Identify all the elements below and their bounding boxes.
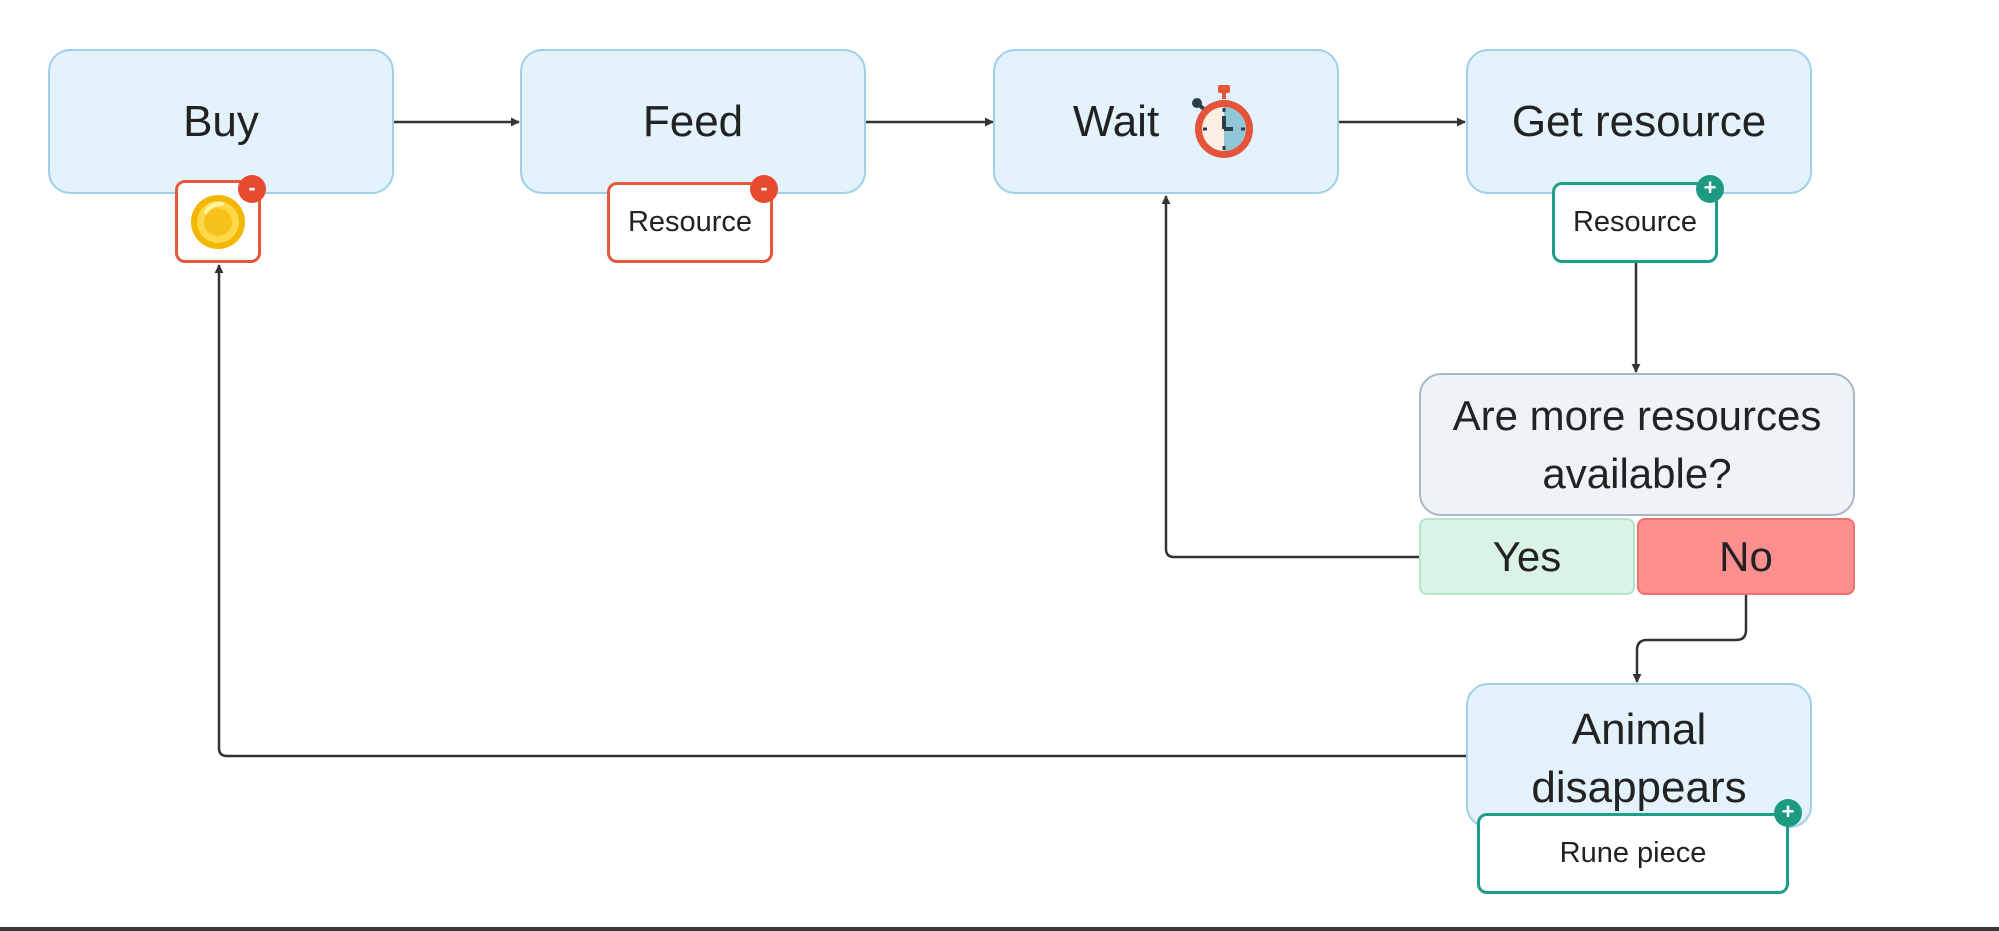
animal-disappears-node: Animal disappears <box>1466 683 1812 828</box>
buy-cost-badge: - <box>238 175 266 203</box>
feed-cost-badge: - <box>750 175 778 203</box>
get-resource-label: Get resource <box>1511 96 1767 146</box>
no-label: No <box>1719 532 1773 580</box>
buy-node: Buy <box>48 49 394 194</box>
rune-piece-badge: + <box>1774 799 1802 827</box>
yes-branch: Yes <box>1419 518 1635 595</box>
wait-label: Wait <box>1072 96 1160 146</box>
bottom-border <box>0 927 1999 931</box>
rune-piece-label: Rune piece <box>1559 837 1707 869</box>
wait-node: Wait <box>993 49 1339 194</box>
rune-piece-tag: Rune piece <box>1477 813 1789 894</box>
feed-node: Feed <box>520 49 866 194</box>
edge-no-to-animal-disappears <box>1632 595 1748 683</box>
yes-label: Yes <box>1492 532 1562 580</box>
get-resource-gain-badge: + <box>1696 175 1724 203</box>
animal-disappears-label: Animal disappears <box>1531 705 1747 812</box>
feed-cost-label: Resource <box>627 206 753 238</box>
no-branch: No <box>1637 518 1855 595</box>
edge-disappears-to-buy <box>214 264 1466 758</box>
feed-cost-tag: Resource <box>607 182 773 263</box>
buy-label: Buy <box>183 96 259 146</box>
get-resource-node: Get resource <box>1466 49 1812 194</box>
get-resource-gain-label: Resource <box>1572 206 1698 238</box>
edge-yes-to-wait <box>1161 195 1419 559</box>
decision-node: Are more resources available? <box>1419 373 1855 516</box>
gold-coin-icon <box>188 192 248 252</box>
stopwatch-icon <box>1189 83 1259 161</box>
get-resource-gain-tag: Resource <box>1552 182 1718 263</box>
feed-label: Feed <box>642 96 744 146</box>
decision-question: Are more resources available? <box>1452 391 1822 497</box>
